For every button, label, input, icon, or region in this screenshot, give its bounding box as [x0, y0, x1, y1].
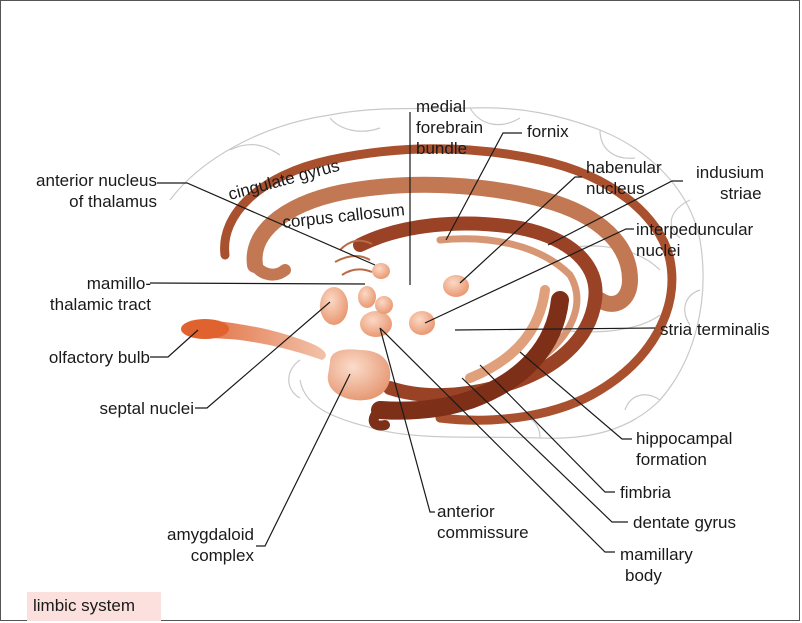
indusium-striae-label: indusium striae — [696, 162, 764, 204]
caption-text: limbic system — [33, 596, 135, 616]
amygdaloid-complex-label: amygdaloid complex — [120, 524, 254, 566]
olfactory-bulb-and-tract — [181, 319, 326, 360]
habenular-nucleus-label: habenular nucleus — [586, 157, 662, 199]
stria-terminalis-label: stria terminalis — [660, 319, 770, 340]
interpeduncular-shape — [409, 311, 435, 335]
mamillothalamic-shape — [358, 286, 376, 308]
hippocampal-formation-label: hippocampal formation — [636, 428, 732, 470]
mamillary-body-label: mamillary body — [620, 544, 693, 586]
olfactory-bulb-label: olfactory bulb — [10, 347, 150, 368]
septal-nuclei-label: septal nuclei — [60, 398, 194, 419]
mamillothalamic-tract-label: mamillo- thalamic tract — [20, 273, 151, 315]
anterior-commissure-shape — [360, 311, 392, 337]
fimbria-label: fimbria — [620, 482, 671, 503]
mamillary-body-shape — [375, 296, 393, 314]
fornix-hippocampal-band — [360, 223, 596, 425]
caption-box: limbic system — [27, 592, 161, 621]
anterior-nucleus-of-thalamus-label: anterior nucleus of thalamus — [16, 170, 157, 212]
interpeduncular-nuclei-label: interpeduncular nuclei — [636, 219, 753, 261]
medial-forebrain-bundle-label: medial forebrain bundle — [416, 96, 483, 159]
amygdaloid-complex-shape — [328, 349, 390, 400]
anterior-commissure-label: anterior commissure — [437, 501, 529, 543]
septal-nuclei-shape — [320, 287, 348, 325]
dentate-gyrus-label: dentate gyrus — [633, 512, 736, 533]
fornix-label: fornix — [527, 121, 569, 142]
